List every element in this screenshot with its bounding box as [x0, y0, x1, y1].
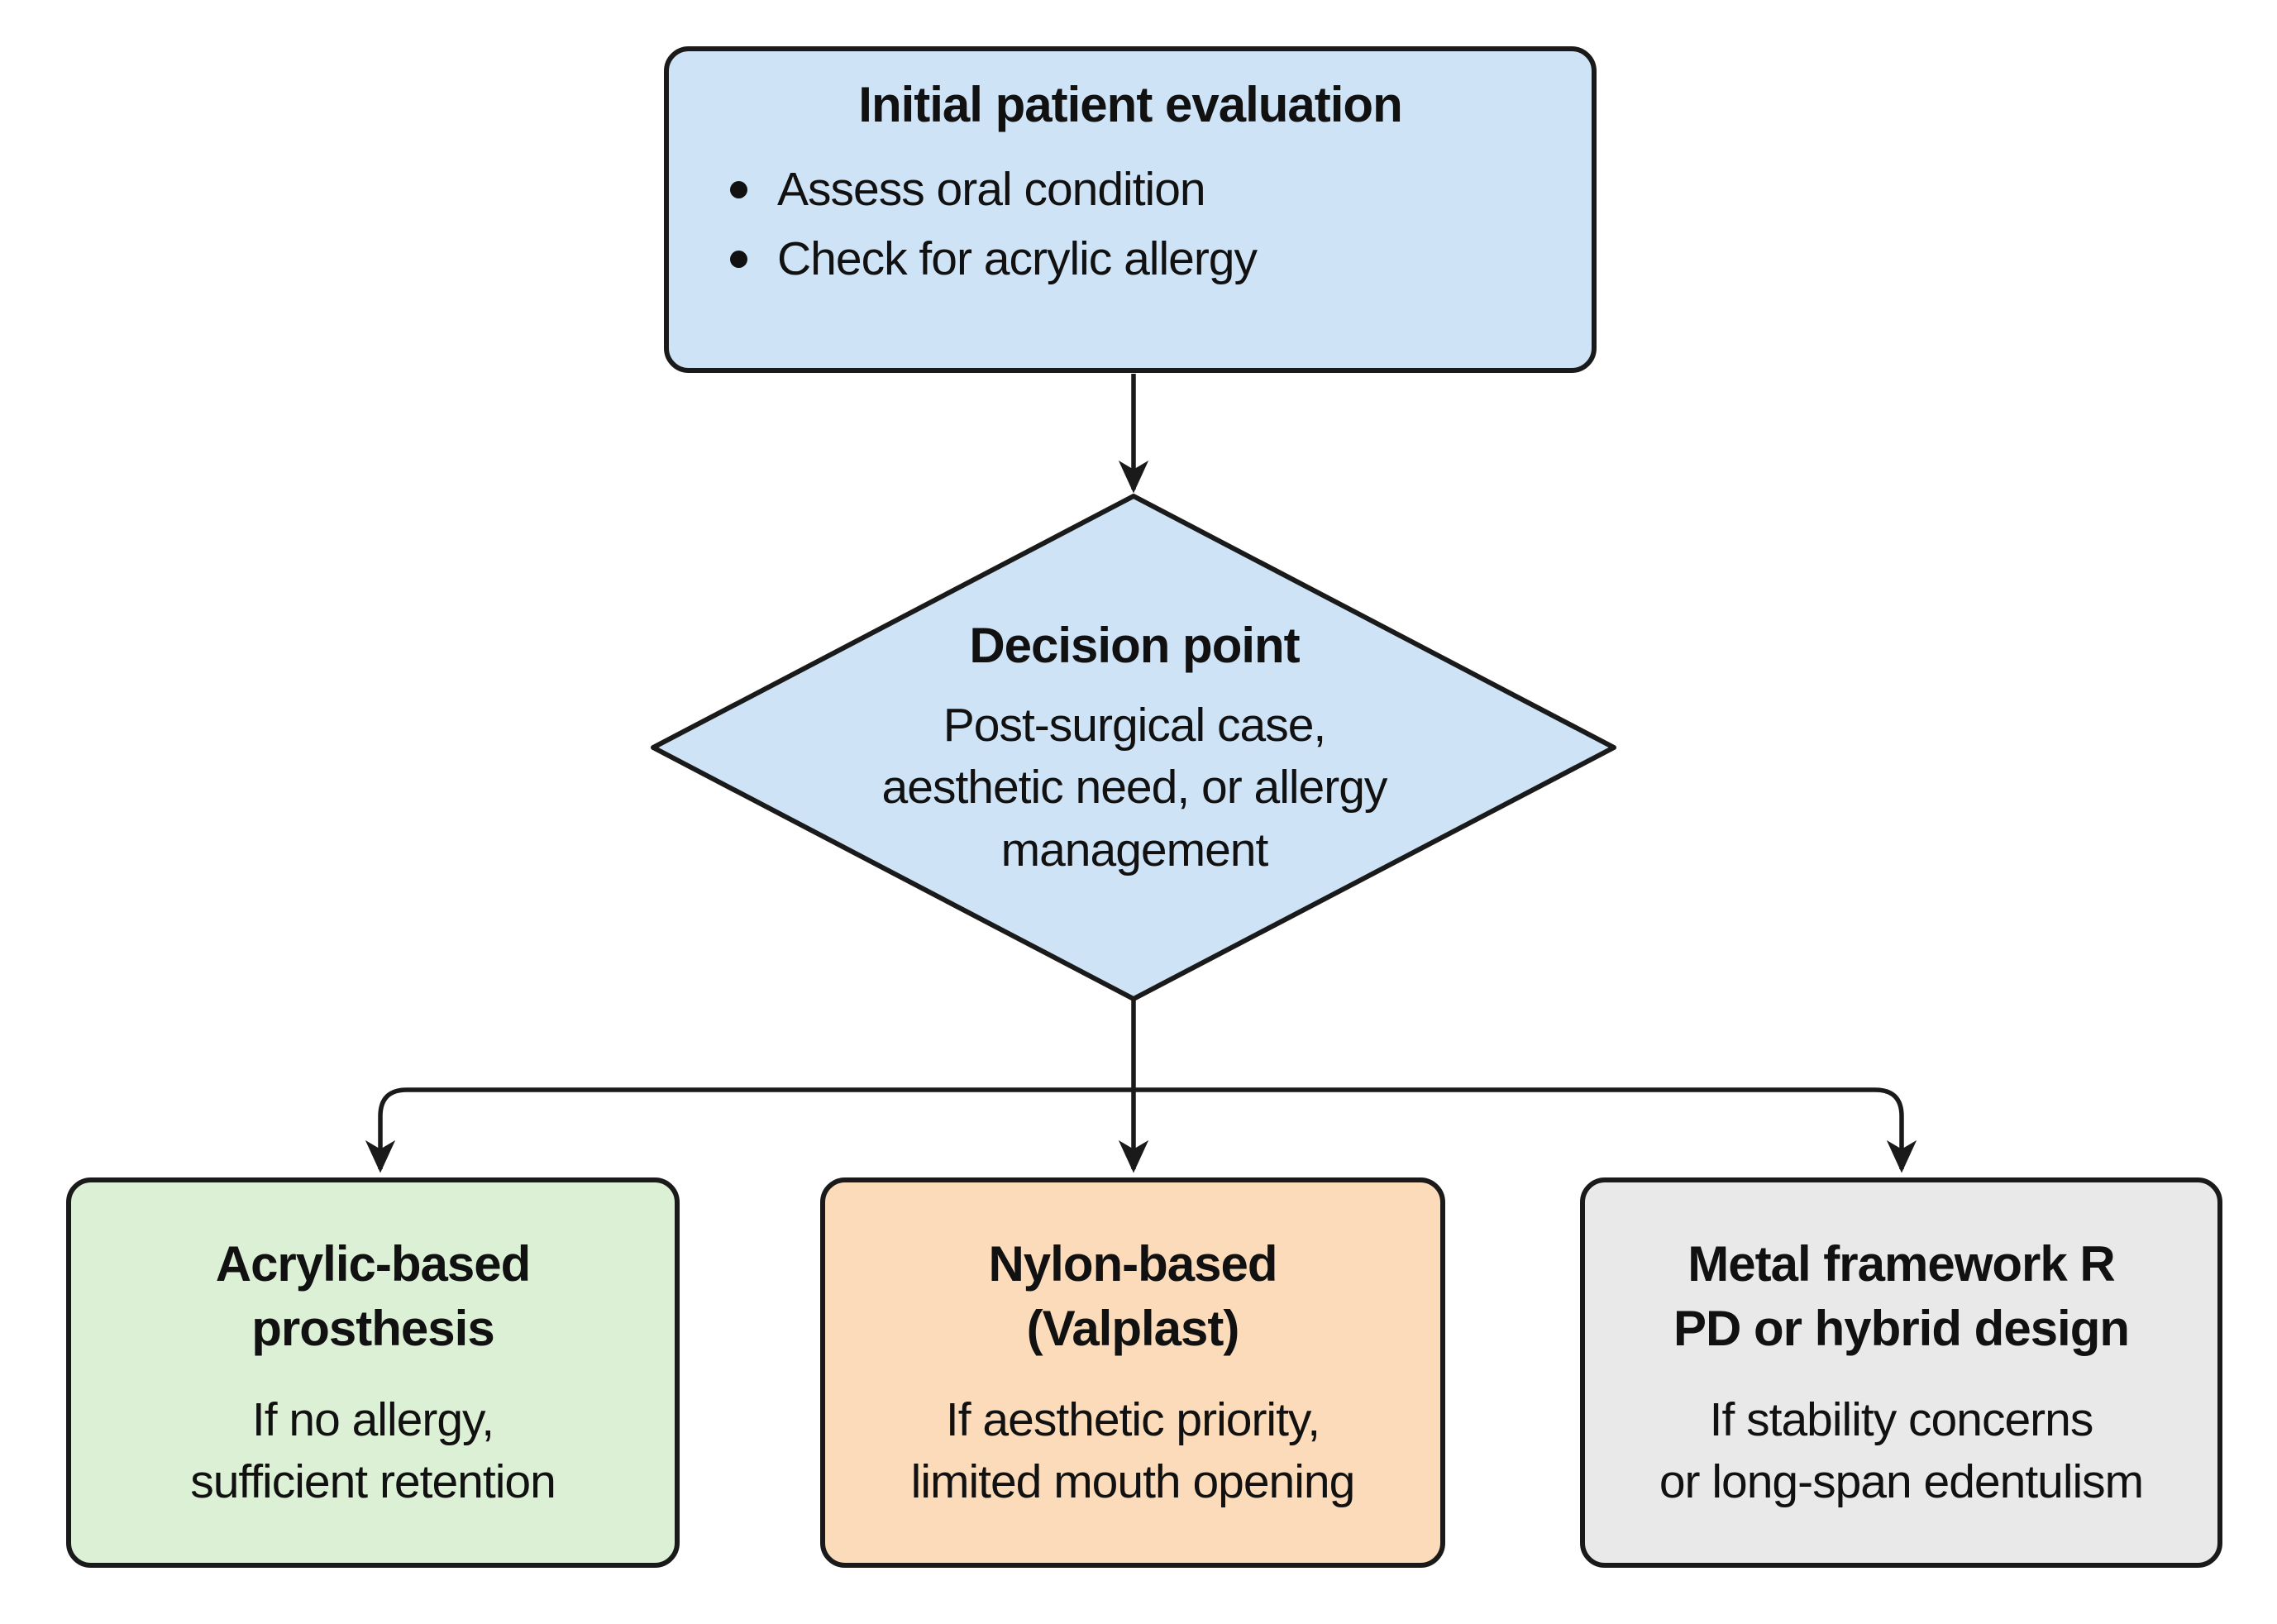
bullet-text: Check for acrylic allergy: [777, 232, 1258, 286]
metal-body: If stability concerns or long-span edent…: [1659, 1392, 2144, 1508]
initial-evaluation-node: Initial patient evaluation Assess oral c…: [664, 46, 1597, 373]
connector-decision-to-metal: [1134, 1087, 1917, 1173]
connector-decision-to-acrylic: [365, 1087, 1134, 1173]
bullet-dot-icon: [730, 250, 747, 268]
decision-node-label: Decision point Post-surgical case, aesth…: [655, 496, 1614, 999]
acrylic-title: Acrylic-based prosthesis: [215, 1235, 532, 1356]
nylon-node: Nylon-based (Valplast) If aesthetic prio…: [820, 1177, 1445, 1568]
initial-evaluation-bullet-list: Assess oral condition Check for acrylic …: [669, 159, 1592, 298]
bullet-item: Assess oral condition: [730, 159, 1559, 220]
bullet-text: Assess oral condition: [777, 163, 1206, 216]
nylon-title: Nylon-based (Valplast): [988, 1235, 1277, 1356]
decision-diamond-shape: [651, 494, 1616, 1001]
initial-evaluation-title: Initial patient evaluation: [858, 77, 1402, 132]
bullet-dot-icon: [730, 180, 747, 198]
nylon-body: If aesthetic priority, limited mouth ope…: [910, 1392, 1356, 1508]
metal-title: Metal framework R PD or hybrid design: [1673, 1235, 2130, 1356]
metal-node: Metal framework R PD or hybrid design If…: [1580, 1177, 2222, 1568]
decision-title: Decision point: [969, 618, 1300, 674]
acrylic-node: Acrylic-based prosthesis If no allergy, …: [66, 1177, 680, 1568]
bullet-item: Check for acrylic allergy: [730, 228, 1559, 289]
acrylic-body: If no allergy, sufficient retention: [190, 1392, 556, 1508]
decision-body: Post-surgical case, aesthetic need, or a…: [881, 699, 1388, 876]
